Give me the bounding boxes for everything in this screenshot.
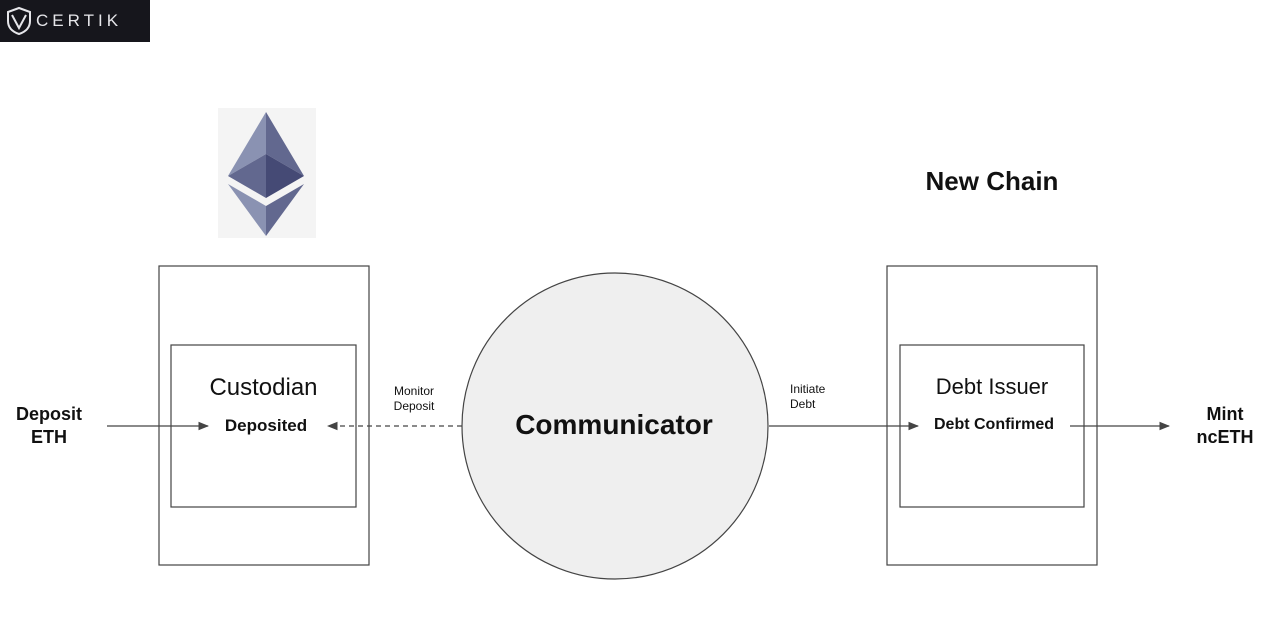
debt-issuer-title: Debt Issuer bbox=[935, 374, 1049, 399]
custodian-title: Custodian bbox=[209, 374, 318, 401]
communicator-title: Communicator bbox=[515, 409, 713, 440]
initiate-label-line2: Debt bbox=[790, 397, 816, 411]
custodian-status: Deposited bbox=[224, 416, 308, 435]
certik-badge: CERTIK bbox=[0, 0, 150, 42]
chain-title: New Chain bbox=[925, 166, 1059, 196]
mint-label-line1: Mint bbox=[1206, 404, 1244, 424]
monitor-label-line2: Deposit bbox=[393, 399, 435, 413]
brand-name: CERTIK bbox=[36, 11, 123, 30]
monitor-label-line1: Monitor bbox=[393, 384, 434, 398]
deposit-label-line1: Deposit bbox=[15, 404, 82, 424]
deposit-label-line2: ETH bbox=[31, 427, 67, 447]
debt-issuer-status: Debt Confirmed bbox=[934, 416, 1054, 433]
ethereum-logo-icon bbox=[218, 108, 316, 238]
new-chain-box bbox=[886, 265, 1098, 566]
certik-shield-icon bbox=[7, 6, 31, 36]
monitor-deposit-label: Monitor Deposit bbox=[374, 384, 454, 414]
mint-label-line2: ncETH bbox=[1196, 427, 1254, 447]
initiate-debt-label: Initiate Debt bbox=[790, 382, 846, 412]
mint-nceth-label: Mint ncETH bbox=[1180, 403, 1270, 449]
ethereum-chain-box bbox=[158, 265, 370, 566]
initiate-label-line1: Initiate bbox=[790, 382, 826, 396]
deposit-eth-label: Deposit ETH bbox=[4, 403, 94, 449]
